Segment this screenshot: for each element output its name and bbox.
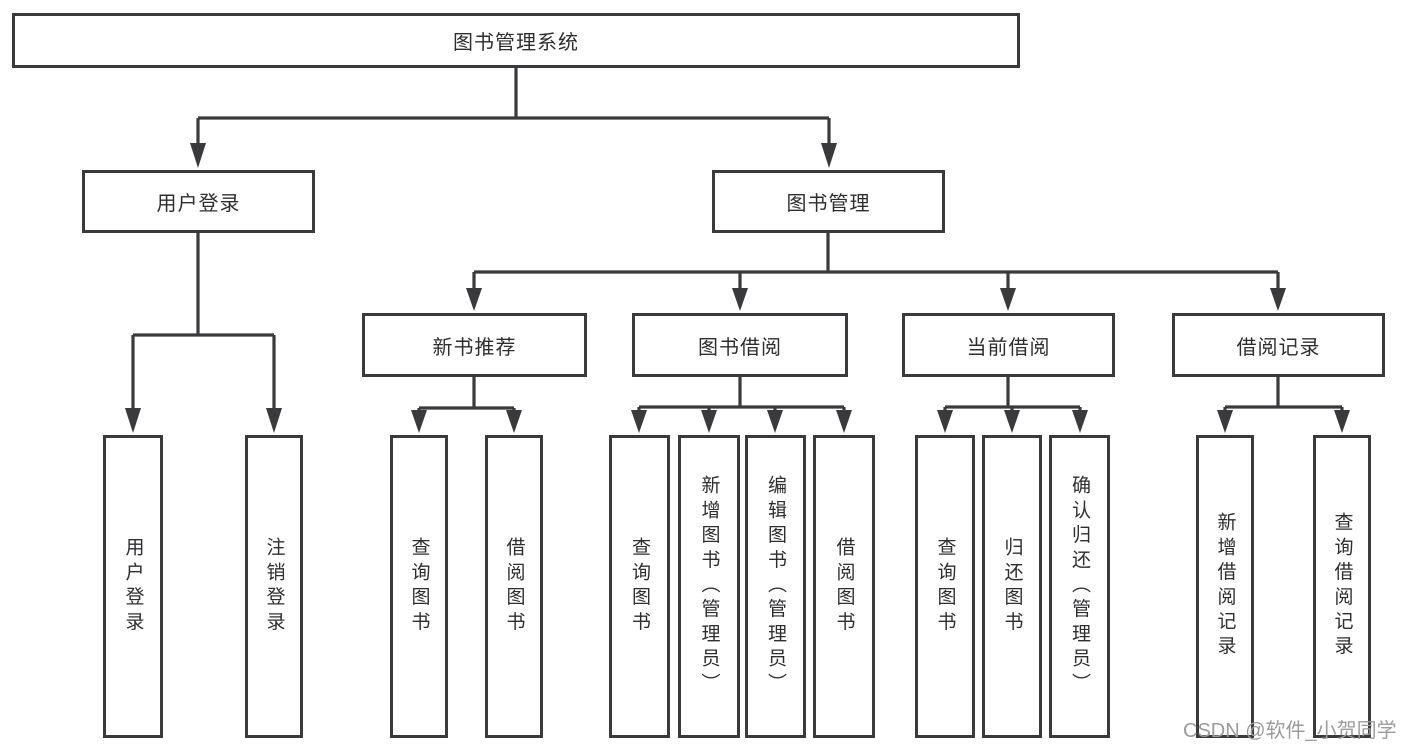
leaf-confirm-return-admin: 确认归还（管理员） (1049, 435, 1110, 738)
leaf-borrow-books-recommend: 借阅图书 (485, 435, 543, 738)
leaf-add-book-admin: 新增图书（管理员） (678, 435, 740, 738)
node-borrow-records: 借阅记录 (1172, 313, 1385, 377)
leaf-borrow-books: 借阅图书 (813, 435, 875, 738)
leaf-query-books-current-label: 查询图书 (934, 537, 956, 636)
leaf-confirm-return-admin-label: 确认归还（管理员） (1069, 475, 1090, 698)
csdn-watermark: CSDN @软件_小贺同学 (1183, 720, 1397, 742)
leaf-query-borrow-record-label: 查询借阅记录 (1331, 512, 1353, 661)
node-user-login-label: 用户登录 (156, 193, 241, 215)
leaf-query-books-recommend-label: 查询图书 (408, 537, 430, 636)
node-current-borrow: 当前借阅 (902, 313, 1115, 377)
leaf-edit-book-admin-label: 编辑图书（管理员） (765, 475, 786, 698)
node-book-management: 图书管理 (712, 170, 945, 233)
node-new-book-recommend: 新书推荐 (362, 313, 587, 377)
leaf-user-login-label: 用户登录 (122, 537, 144, 636)
leaf-logout-label: 注销登录 (263, 537, 285, 636)
leaf-edit-book-admin: 编辑图书（管理员） (745, 435, 806, 738)
node-user-login: 用户登录 (82, 170, 315, 233)
node-borrow-records-label: 借阅记录 (1236, 336, 1321, 359)
node-library-system: 图书管理系统 (12, 13, 1020, 68)
leaf-return-books-label: 归还图书 (1001, 537, 1023, 636)
leaf-query-books-recommend: 查询图书 (390, 435, 448, 738)
leaf-add-book-admin-label: 新增图书（管理员） (698, 475, 720, 698)
leaf-add-borrow-record: 新增借阅记录 (1196, 435, 1254, 738)
node-library-system-label: 图书管理系统 (453, 32, 579, 54)
leaf-query-borrow-record: 查询借阅记录 (1313, 435, 1371, 738)
leaf-user-login: 用户登录 (103, 435, 163, 738)
leaf-borrow-books-label: 借阅图书 (833, 537, 855, 636)
leaf-query-books-borrow-label: 查询图书 (629, 537, 650, 636)
node-book-borrow: 图书借阅 (632, 313, 848, 377)
node-new-book-recommend-label: 新书推荐 (432, 336, 517, 359)
leaf-add-borrow-record-label: 新增借阅记录 (1214, 512, 1236, 661)
leaf-query-books-current: 查询图书 (915, 435, 975, 738)
leaf-borrow-books-recommend-label: 借阅图书 (503, 537, 525, 636)
node-book-management-label: 图书管理 (786, 193, 871, 215)
node-current-borrow-label: 当前借阅 (966, 336, 1051, 359)
leaf-logout: 注销登录 (245, 435, 303, 738)
leaf-return-books: 归还图书 (982, 435, 1042, 738)
node-book-borrow-label: 图书借阅 (698, 336, 782, 359)
leaf-query-books-borrow: 查询图书 (609, 435, 670, 738)
